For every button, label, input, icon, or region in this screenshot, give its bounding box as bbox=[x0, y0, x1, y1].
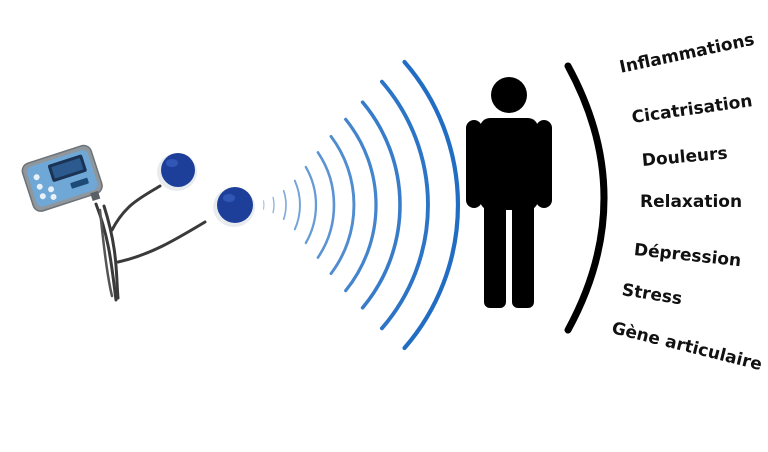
device-button bbox=[36, 183, 43, 190]
signal-wave-arc bbox=[272, 196, 275, 214]
signal-waves-icon bbox=[263, 59, 461, 351]
device-button bbox=[39, 193, 46, 200]
electrode-pad-1 bbox=[161, 153, 195, 187]
person-leg-left bbox=[484, 200, 506, 308]
cable-to-pad-1 bbox=[110, 184, 162, 232]
person-head bbox=[491, 77, 527, 113]
device-button bbox=[50, 193, 57, 200]
person-leg-right bbox=[512, 200, 534, 308]
benefit-relaxation: Relaxation bbox=[640, 192, 743, 212]
cable-upper bbox=[94, 202, 118, 302]
electrode-pad-2 bbox=[217, 187, 253, 223]
person-arm-right bbox=[536, 120, 552, 208]
signal-wave-arc bbox=[379, 79, 430, 331]
person-torso bbox=[480, 118, 538, 210]
tens-device-icon bbox=[21, 144, 103, 212]
device-logo bbox=[70, 177, 89, 189]
signal-wave-arc bbox=[316, 151, 336, 259]
signal-wave-arc bbox=[402, 59, 461, 351]
signal-wave-arc bbox=[360, 100, 402, 310]
electrode-pad-icon bbox=[157, 153, 255, 227]
electrode-cables bbox=[94, 184, 207, 302]
signal-wave-arc bbox=[282, 189, 287, 221]
cable-loose bbox=[98, 208, 114, 298]
electrode-pad-2-shine bbox=[223, 194, 235, 202]
signal-wave-arc bbox=[304, 165, 318, 245]
bracket-icon bbox=[564, 62, 608, 334]
device-button bbox=[48, 186, 55, 193]
person-arm-left bbox=[466, 120, 482, 208]
cable-lower bbox=[102, 204, 120, 300]
person-icon bbox=[466, 77, 552, 308]
cable-to-pad-2 bbox=[116, 220, 207, 264]
device-connector bbox=[90, 190, 101, 202]
electrode-pad-1-shine bbox=[166, 159, 178, 167]
device-button bbox=[33, 174, 40, 181]
signal-wave-arc bbox=[329, 134, 356, 276]
signal-wave-arc bbox=[344, 117, 378, 293]
device-screen-glare bbox=[51, 158, 84, 179]
signal-wave-arc bbox=[293, 179, 301, 231]
